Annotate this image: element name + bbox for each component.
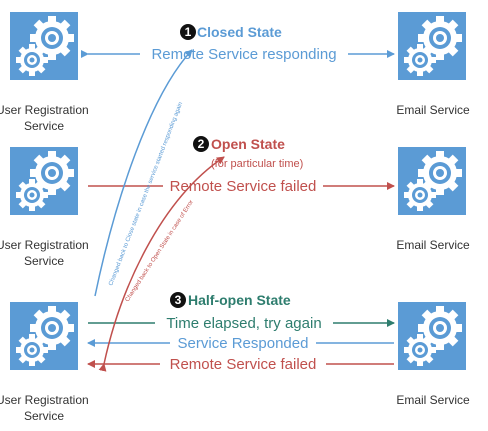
closed-label-bg bbox=[140, 44, 348, 64]
open-state-title: Open State bbox=[211, 136, 285, 152]
email-service-icon-2 bbox=[398, 147, 466, 215]
user-registration-service-icon-2 bbox=[10, 147, 78, 215]
user-registration-service-icon bbox=[10, 12, 78, 80]
state-1-number: 1 bbox=[185, 25, 192, 39]
try-again-label: Time elapsed, try again bbox=[166, 315, 321, 332]
user-registration-service-label-3: User Registration Service bbox=[0, 393, 92, 423]
open-arrow-label: Remote Service failed bbox=[170, 178, 317, 195]
email-service-icon bbox=[398, 12, 466, 80]
service-responded-label: Service Responded bbox=[178, 335, 309, 352]
half-open-state-title: Half-open State bbox=[188, 292, 291, 308]
email-service-label: Email Service bbox=[396, 103, 470, 117]
half-open-failed-label: Remote Service failed bbox=[170, 356, 317, 373]
to-closed-transition-arrow bbox=[94, 49, 193, 297]
closed-arrow-label: Remote Service responding bbox=[151, 46, 336, 63]
user-registration-service-label: User Registration Service bbox=[0, 103, 92, 133]
state-1-badge bbox=[180, 24, 196, 40]
user-registration-service-icon-3 bbox=[10, 302, 78, 370]
state-2-number: 2 bbox=[198, 137, 205, 151]
closed-state-title: Closed State bbox=[197, 24, 282, 40]
user-registration-service-label-2: User Registration Service bbox=[0, 238, 92, 268]
to-open-transition-arrow bbox=[98, 156, 225, 372]
email-service-label-2: Email Service bbox=[396, 238, 470, 252]
email-service-label-3: Email Service bbox=[396, 393, 470, 407]
email-service-icon-3 bbox=[398, 302, 466, 370]
open-state-subtitle: (for particular time) bbox=[211, 158, 303, 170]
state-2-badge bbox=[193, 136, 209, 152]
state-3-number: 3 bbox=[175, 293, 182, 307]
